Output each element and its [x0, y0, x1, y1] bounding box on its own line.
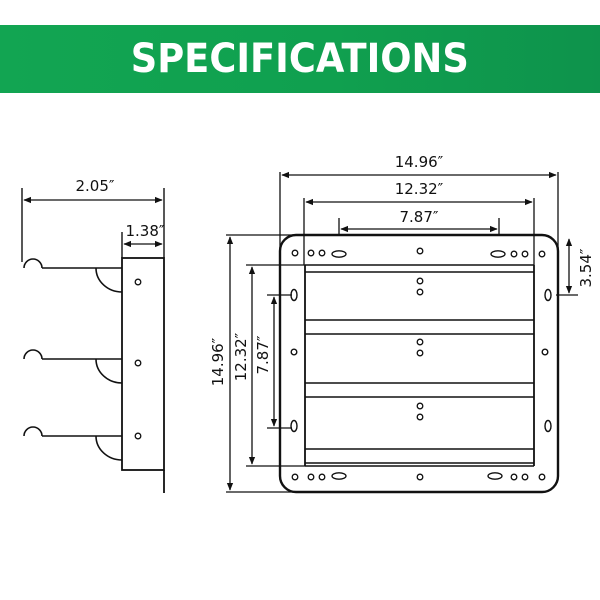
mounting-hole-icon [538, 473, 546, 481]
mounting-hole-icon [541, 348, 549, 356]
louver-profile [23, 258, 123, 293]
mounting-hole-icon [290, 348, 298, 356]
slot-hole-icon [490, 250, 506, 258]
screw-hole-icon [134, 278, 142, 286]
mounting-hole-icon [510, 473, 518, 481]
bottom-hole-row [291, 472, 546, 481]
frame-profile [121, 257, 165, 471]
louver-pivot-hole-icon [416, 288, 424, 296]
mounting-hole-icon [416, 247, 424, 255]
louver-pivot-hole-icon [416, 413, 424, 421]
mounting-hole-icon [307, 249, 315, 257]
mounting-hole-icon [416, 473, 424, 481]
outer-frame [278, 233, 560, 494]
hole-spacing-width-label: 7.87″ [399, 208, 438, 226]
mounting-hole-icon [318, 473, 326, 481]
opening-width-label: 12.32″ [395, 180, 444, 198]
louver-pivot-hole-icon [416, 338, 424, 346]
side-view [21, 188, 165, 493]
slot-hole-icon [290, 288, 298, 302]
louver-profile [23, 349, 123, 384]
overall-width-label: 14.96″ [395, 153, 444, 171]
hole-offset-label: 3.54″ [577, 248, 595, 287]
mounting-hole-icon [521, 473, 529, 481]
hole-spacing-height-label: 7.87″ [254, 335, 272, 374]
slot-hole-icon [544, 419, 552, 433]
louver-pivot-hole-icon [416, 402, 424, 410]
mounting-hole-icon [538, 250, 546, 258]
top-hole-row [291, 247, 546, 258]
side-holes [290, 288, 552, 433]
page-title: SPECIFICATIONS [130, 36, 470, 82]
mounting-hole-icon [510, 250, 518, 258]
slot-hole-icon [331, 250, 347, 258]
screw-hole-icon [134, 432, 142, 440]
slot-hole-icon [487, 472, 503, 480]
screw-hole-icon [134, 359, 142, 367]
center-holes [416, 277, 424, 421]
depth-label: 2.05″ [75, 177, 114, 195]
slot-hole-icon [290, 419, 298, 433]
louver-pivot-hole-icon [416, 349, 424, 357]
louver-lines [305, 264, 534, 467]
mounting-hole-icon [307, 473, 315, 481]
louver-pivot-hole-icon [416, 277, 424, 285]
opening-height-label: 12.32″ [232, 332, 250, 381]
frame-depth-label: 1.38″ [125, 222, 164, 240]
louver-profile [23, 426, 123, 461]
mounting-hole-icon [521, 250, 529, 258]
mounting-hole-icon [291, 249, 299, 257]
specifications-banner: SPECIFICATIONS [0, 25, 600, 93]
slot-hole-icon [544, 288, 552, 302]
slot-hole-icon [331, 472, 347, 480]
mounting-hole-icon [291, 473, 299, 481]
mounting-hole-icon [318, 249, 326, 257]
front-view [226, 171, 578, 494]
overall-height-label: 14.96″ [209, 337, 227, 386]
